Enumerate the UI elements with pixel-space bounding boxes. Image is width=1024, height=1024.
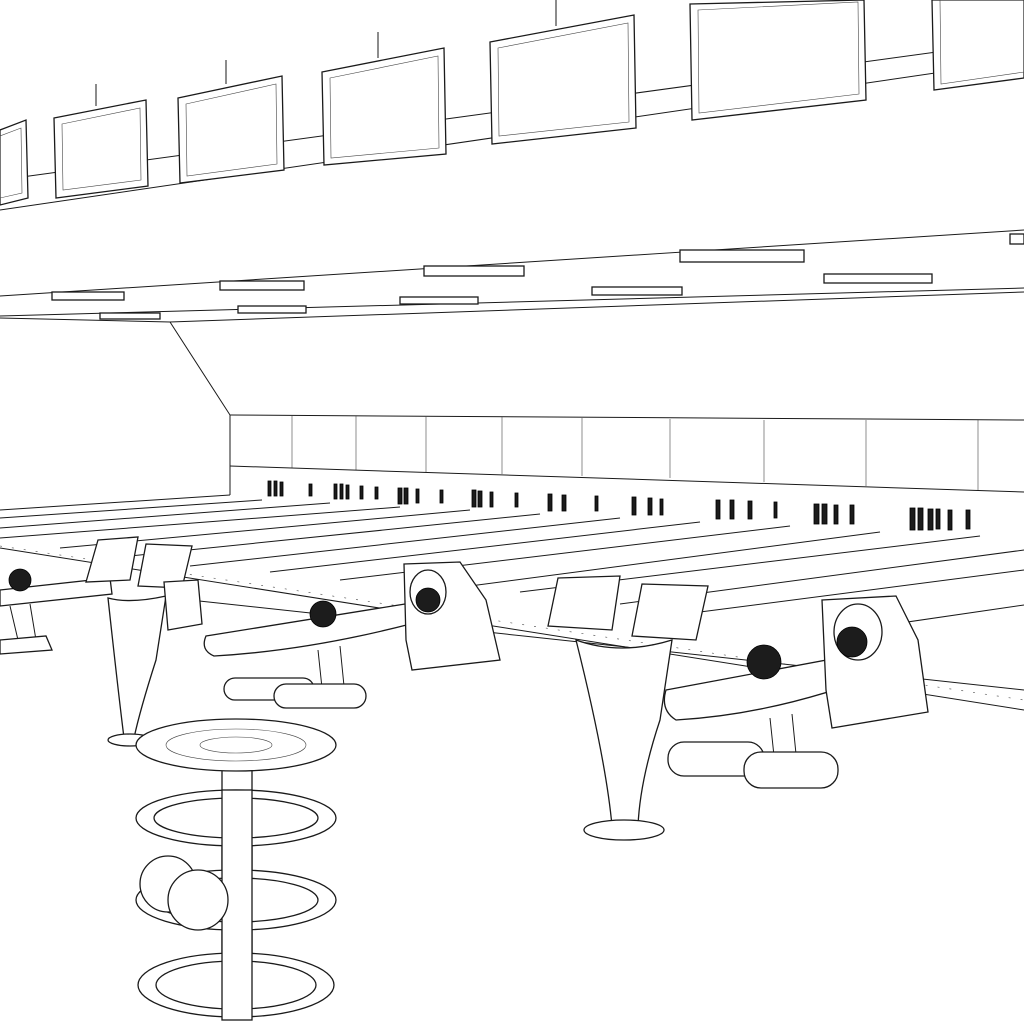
bowling-ball <box>167 869 229 931</box>
ceiling-light <box>219 280 305 291</box>
overhead-monitors <box>0 0 1024 206</box>
console-screen <box>547 575 621 631</box>
ceiling-light <box>99 312 161 320</box>
ball-rack <box>135 718 337 1021</box>
overhead-monitor <box>177 60 285 184</box>
bowling-ball <box>8 568 32 592</box>
ceiling-light <box>591 286 683 296</box>
ball-rest-ring <box>273 683 367 709</box>
back-wall <box>229 415 1024 495</box>
ball-return <box>0 568 113 655</box>
bowling-pins <box>267 480 971 531</box>
overhead-monitor <box>321 32 447 166</box>
bowling-ball <box>836 626 868 658</box>
ball-return <box>203 561 501 709</box>
overhead-monitor <box>0 119 29 206</box>
console-screen <box>85 536 139 583</box>
scoring-console <box>85 536 203 747</box>
ceiling-light <box>423 265 525 277</box>
overhead-monitor <box>931 0 1024 91</box>
overhead-monitor <box>489 0 637 145</box>
ceiling-light <box>51 291 125 301</box>
ceiling-lights <box>51 233 1024 320</box>
overhead-monitor <box>53 84 149 199</box>
ball-return <box>663 595 929 789</box>
rack-top-table <box>135 718 337 772</box>
bowling-ball <box>746 644 782 680</box>
ball-rest-ring <box>743 751 839 789</box>
soffit <box>0 229 1024 421</box>
ceiling-light <box>823 273 933 284</box>
ceiling-light <box>237 305 307 314</box>
bowling-ball <box>309 600 337 628</box>
ceiling-light <box>399 296 479 305</box>
ceiling-light <box>1009 233 1024 245</box>
console-screen <box>631 583 709 641</box>
overhead-monitor <box>689 0 867 121</box>
bowling-ball <box>415 587 441 613</box>
scoring-console <box>547 575 709 841</box>
ceiling-light <box>679 249 805 263</box>
